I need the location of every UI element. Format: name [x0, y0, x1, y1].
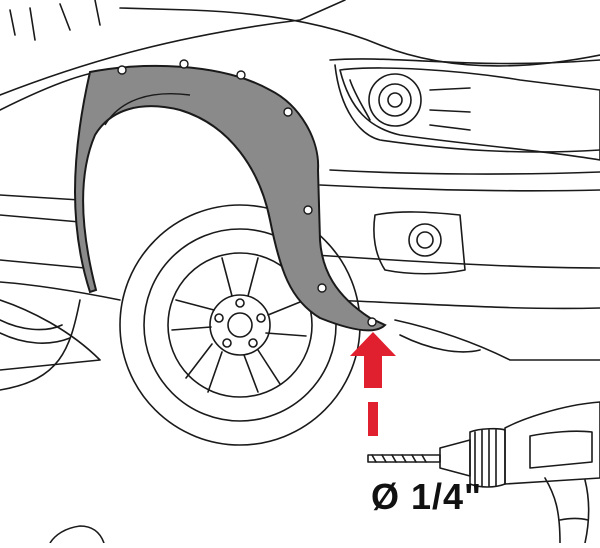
drill-body — [504, 401, 600, 485]
tire-inner — [143, 228, 337, 422]
rear-wheel — [0, 299, 81, 391]
handle-back — [584, 479, 590, 544]
callout-circle — [49, 525, 105, 544]
hub — [209, 294, 271, 356]
handle-front — [544, 477, 561, 544]
front-wheel — [119, 204, 361, 446]
hub-cap — [227, 312, 253, 338]
headlight — [339, 67, 600, 161]
lug-nuts — [214, 298, 266, 348]
fender-flare — [74, 59, 387, 332]
up-arrow-icon — [350, 332, 396, 436]
chuck-tip — [439, 439, 471, 477]
drill-size-label: Ø 1/4" — [371, 476, 483, 517]
flare-bolts — [117, 59, 377, 327]
power-drill-icon — [367, 401, 600, 544]
truck-body — [0, 0, 600, 371]
tire-outer — [119, 204, 361, 446]
drill-point — [367, 317, 377, 327]
fog-light — [373, 211, 466, 275]
wheel-spokes — [171, 257, 307, 393]
rim — [167, 252, 313, 398]
